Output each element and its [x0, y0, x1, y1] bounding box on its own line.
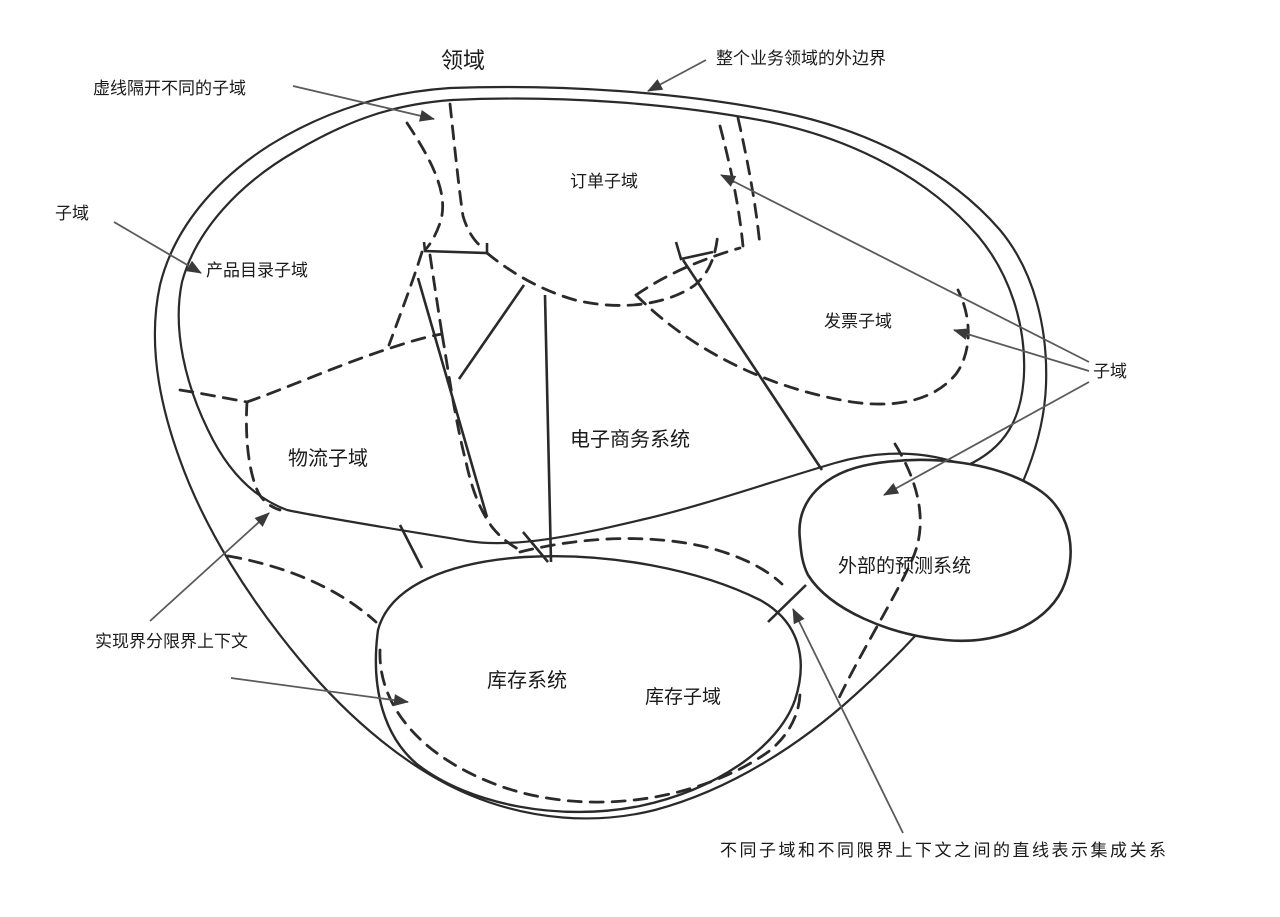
region-product-catalog: 产品目录子域 [206, 261, 308, 280]
domain-outer-boundary [153, 85, 1048, 820]
ecommerce-bounded-context-boundary [177, 97, 1026, 545]
arrow-subdomain-right-invoice [953, 328, 1090, 372]
annotation-subdomain-left: 子域 [55, 204, 89, 223]
annotation-dashed-separator: 虚线隔开不同的子域 [93, 79, 246, 98]
annotation-integration: 不同子域和不同限界上下文之间的直线表示集成关系 [720, 841, 1169, 860]
subdomain-dashed-separators [178, 102, 970, 804]
arrow-integration-note [792, 608, 904, 834]
region-external-forecasting: 外部的预测系统 [838, 555, 971, 577]
callout-arrows [113, 59, 1090, 834]
arrow-subdomain-right-order [720, 174, 1090, 363]
region-inventory-subdomain: 库存子域 [645, 686, 721, 708]
annotation-solid-boundary: 实现界分限界上下文 [95, 632, 248, 651]
annotation-subdomain-right: 子域 [1093, 362, 1127, 381]
annotation-outer-boundary: 整个业务领域的外边界 [716, 49, 886, 68]
region-inventory-system: 库存系统 [487, 669, 567, 692]
arrow-subdomain-left [113, 221, 202, 274]
inventory-bounded-context-boundary [374, 554, 802, 814]
region-order: 订单子域 [570, 172, 638, 191]
integration-lines [398, 241, 824, 623]
arrow-subdomain-right-forecast [883, 381, 1090, 496]
region-invoice: 发票子域 [824, 312, 892, 331]
region-logistics: 物流子域 [288, 447, 368, 470]
diagram-title: 领域 [441, 48, 485, 73]
region-ecommerce: 电子商务系统 [570, 428, 690, 451]
arrow-outer-boundary [647, 59, 707, 92]
arrow-solid-boundary-1 [149, 512, 270, 622]
arrow-dashed-separator [292, 85, 435, 122]
forecasting-system-boundary [798, 458, 1072, 643]
arrow-solid-boundary-2 [230, 677, 409, 707]
